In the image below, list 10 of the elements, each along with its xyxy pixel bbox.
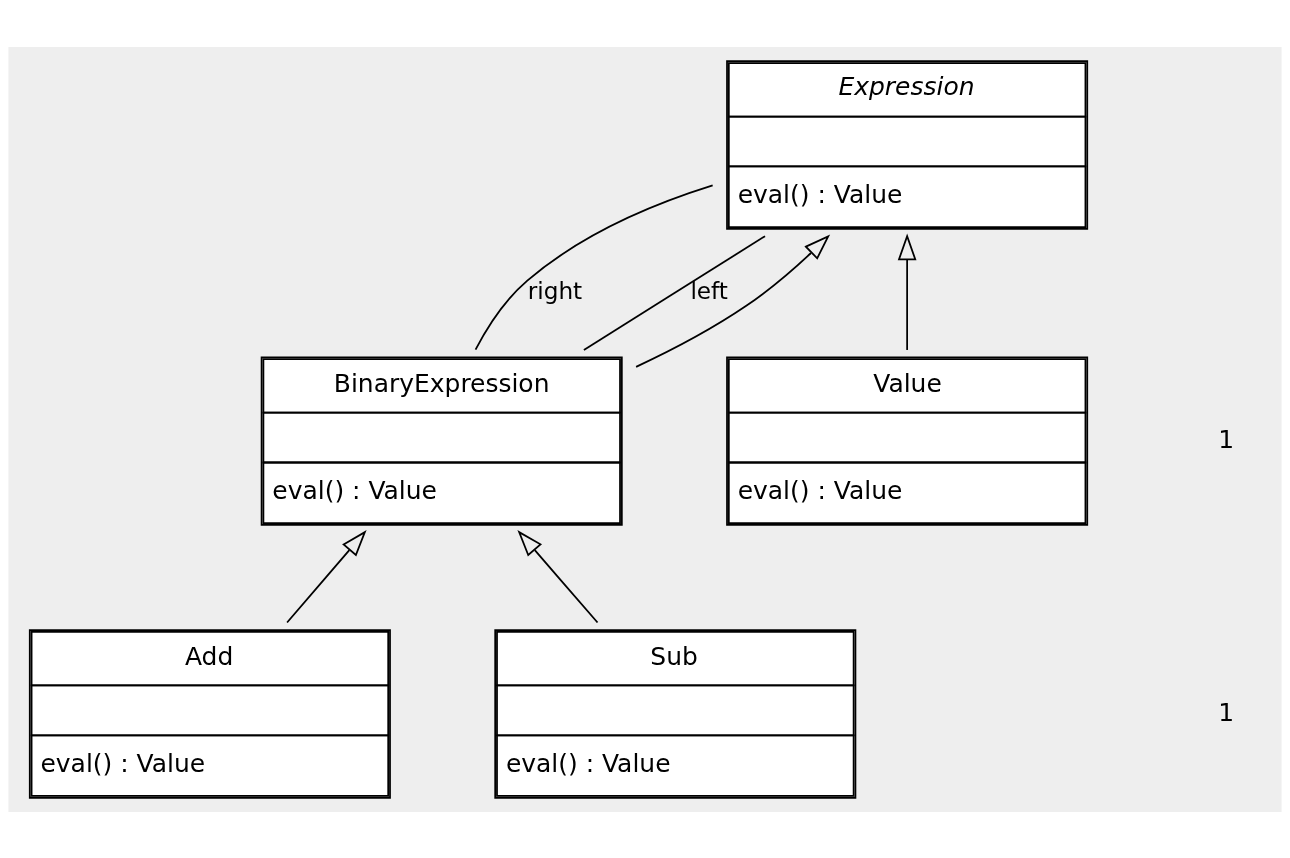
connector: [474, 184, 714, 350]
edge-label: right: [527, 276, 583, 304]
arrow: [635, 233, 831, 368]
arrow: [286, 529, 367, 623]
label: 1: [1218, 697, 1235, 727]
edge-label: left: [690, 276, 728, 304]
arrow: [897, 232, 917, 351]
arrow: [517, 529, 599, 623]
connector: [583, 234, 766, 351]
label: 1: [1218, 424, 1235, 454]
